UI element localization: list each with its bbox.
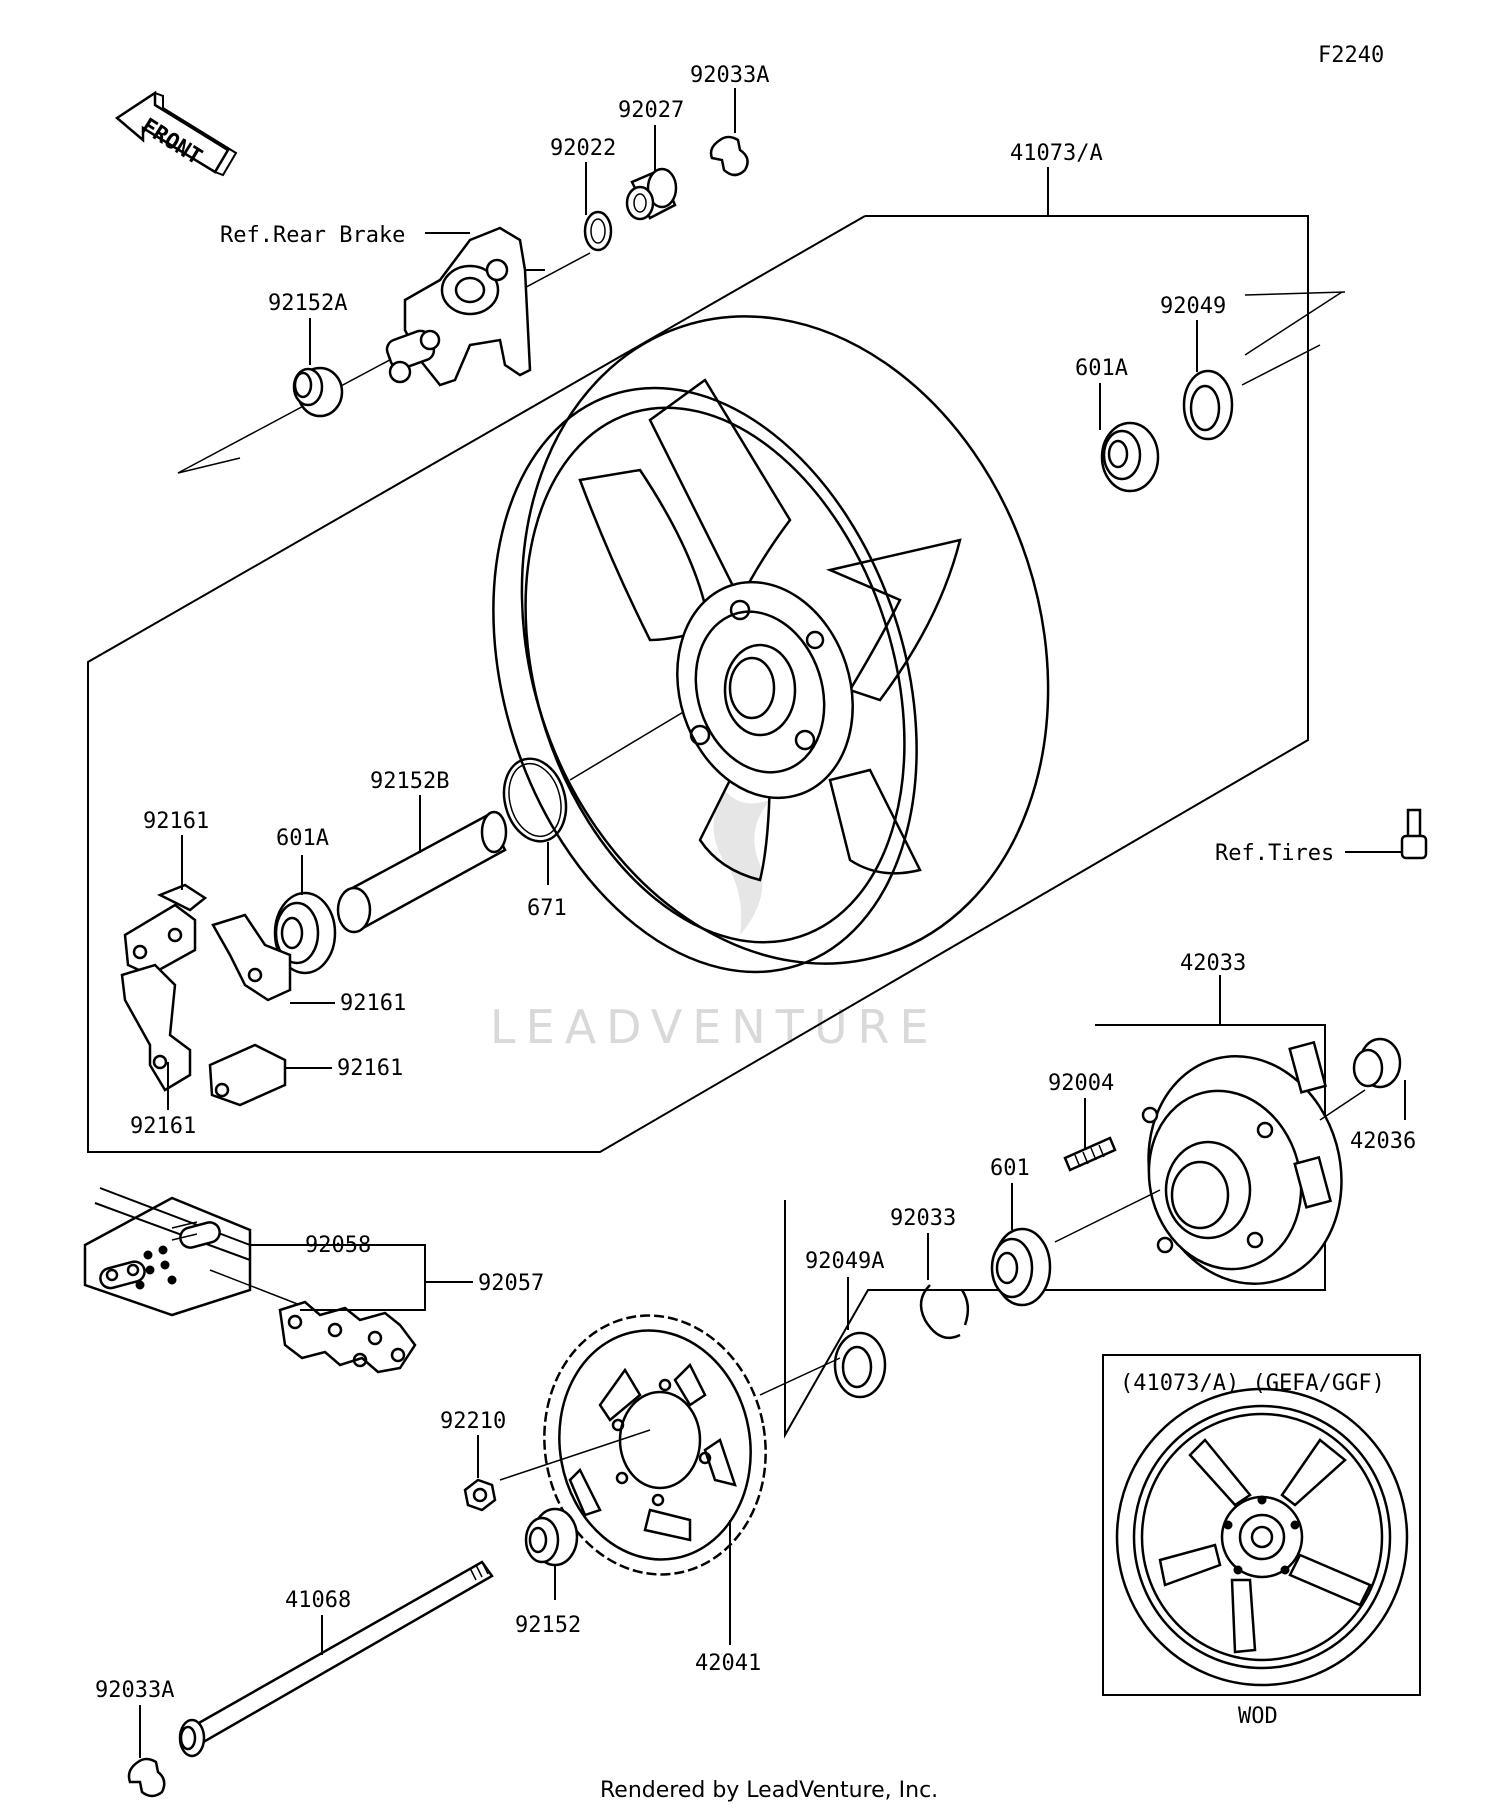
part-label-92033A-top[interactable]: 92033A [690,63,769,88]
part-label-601A-right[interactable]: 601A [1075,356,1128,381]
circlip-92033 [919,1284,970,1340]
hub-box [784,1024,1326,1439]
footer-credit: Rendered by LeadVenture, Inc. [600,1778,938,1803]
part-label-92049[interactable]: 92049 [1160,294,1226,319]
watermark-text: LEADVENTURE [490,1000,939,1054]
collar-92152B [336,810,508,934]
front-arrow-icon: FRONT [114,90,238,177]
part-label-92033A-bottom[interactable]: 92033A [95,1678,174,1703]
rear-wheel [492,315,1050,974]
part-label-92161-top[interactable]: 92161 [143,809,209,834]
rear-brake-bracket [385,226,545,387]
stud-92004 [1063,1136,1117,1172]
part-label-601A-left[interactable]: 601A [276,826,329,851]
collar-92152A [292,366,344,418]
collar-92152 [524,1507,579,1567]
part-label-92027[interactable]: 92027 [618,98,684,123]
watermark: LEADVENTURE [490,790,939,1054]
part-label-92004[interactable]: 92004 [1048,1071,1114,1096]
collar-92027 [625,167,678,221]
part-label-92152A[interactable]: 92152A [268,291,347,316]
part-label-92161-bottom[interactable]: 92161 [130,1114,196,1139]
collar-42036 [1352,1037,1402,1089]
part-label-92210[interactable]: 92210 [440,1409,506,1434]
part-label-41073A[interactable]: 41073/A [1010,141,1103,166]
part-label-41068[interactable]: 41068 [285,1588,351,1613]
drive-chain [83,1187,417,1374]
o-ring-671 [502,757,568,843]
washer-92022 [583,210,613,252]
inset-variant-wheel: (41073/A) (GEFA/GGF) WOD [1102,1354,1421,1729]
part-label-92161-low[interactable]: 92161 [337,1056,403,1081]
bearing-601 [990,1227,1052,1307]
part-label-92033[interactable]: 92033 [890,1206,956,1231]
inset-caption: WOD [1238,1704,1278,1729]
bearing-601A-left [273,891,337,975]
damper-92161-group [120,883,292,1107]
sprocket-42041 [543,1314,767,1576]
oil-seal-92049 [1182,369,1234,441]
axle-41068 [178,1560,494,1758]
ref-tires-label: Ref.Tires [1215,841,1334,866]
ref-rear-brake-label: Ref.Rear Brake [220,223,405,248]
part-label-92057[interactable]: 92057 [478,1271,544,1296]
part-label-42033[interactable]: 42033 [1180,951,1246,976]
oil-seal-92049A [833,1331,887,1399]
nut-92210 [463,1478,497,1512]
part-label-42036[interactable]: 42036 [1350,1129,1416,1154]
part-label-92152[interactable]: 92152 [515,1613,581,1638]
wheel-assembly-box [87,215,1309,1153]
circlip-92033A-top [709,135,749,177]
coupling-42033 [1141,1040,1343,1286]
circlip-92033A-bottom [127,1757,166,1798]
part-label-671[interactable]: 671 [527,896,567,921]
part-label-92161-mid[interactable]: 92161 [340,991,406,1016]
part-label-92022[interactable]: 92022 [550,136,616,161]
bearing-601A-right [1100,421,1160,493]
inset-title: (41073/A) (GEFA/GGF) [1120,1371,1385,1396]
valve-stem [1400,808,1428,860]
figure-code: F2240 [1318,43,1384,68]
part-label-92152B[interactable]: 92152B [370,769,449,794]
part-label-92049A[interactable]: 92049A [805,1249,884,1274]
part-label-92058[interactable]: 92058 [305,1233,371,1258]
part-label-42041[interactable]: 42041 [695,1651,761,1676]
part-label-601[interactable]: 601 [990,1156,1030,1181]
